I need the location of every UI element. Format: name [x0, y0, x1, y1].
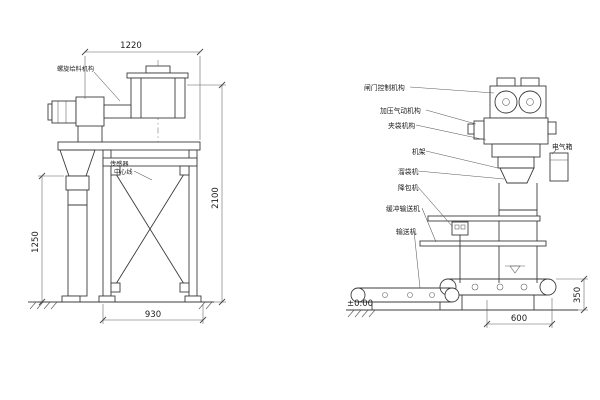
- left-view-machine: [28, 60, 214, 310]
- conveyor-label: 输送机: [396, 227, 417, 236]
- ground-level-label: ±0.00: [347, 299, 373, 309]
- bag-lowerer-label: 降包机: [398, 183, 419, 192]
- right-view-callouts: 闸门控制机构 加压气动机构 夹袋机构 机架 溜袋机 降包机 缓冲输送机 输送机 …: [364, 83, 573, 289]
- dim-1250: 1250: [31, 231, 41, 253]
- left-view-dimensions: 1220 2100 1250 930: [28, 41, 226, 324]
- right-view-machine: [346, 77, 578, 318]
- left-view-callouts: 螺旋给料机构 传感器 中心线: [57, 65, 153, 181]
- dim-350: 350: [573, 287, 583, 303]
- buffer-conveyor-label: 缓冲输送机: [386, 204, 420, 213]
- electric-box-label: 电气箱: [552, 142, 573, 151]
- sensor-centerline-label-1: 传感器: [110, 160, 129, 168]
- dim-930: 930: [145, 310, 161, 320]
- sensor-centerline-label-2: 中心线: [114, 168, 133, 176]
- bag-chute-label: 溜袋机: [398, 167, 419, 176]
- bag-clamp-label: 夹袋机构: [388, 121, 415, 130]
- pneumatic-label: 加压气动机构: [380, 106, 421, 115]
- right-view-dimensions: 600 350 ±0.00: [347, 275, 588, 328]
- gate-control-label: 闸门控制机构: [364, 83, 405, 92]
- dim-2100: 2100: [211, 187, 221, 209]
- frame-label: 机架: [412, 147, 426, 156]
- electric-box: [549, 152, 569, 182]
- feeder-label: 螺旋给料机构: [57, 65, 94, 73]
- dim-1220: 1220: [120, 41, 142, 51]
- dim-600: 600: [511, 314, 527, 324]
